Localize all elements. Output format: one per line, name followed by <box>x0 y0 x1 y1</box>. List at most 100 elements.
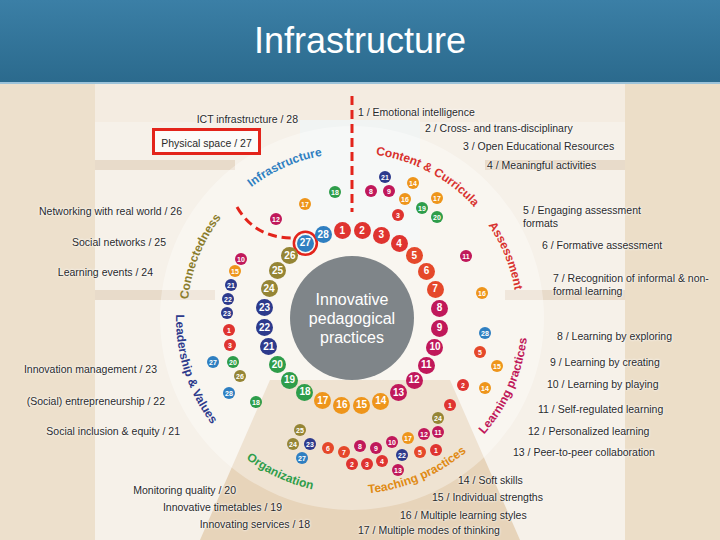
number-dot: 2 <box>457 379 469 391</box>
list-item: 1 / Emotional intelligence <box>358 106 475 119</box>
list-item: 14 / Soft skills <box>458 474 523 487</box>
callout-number: 24 <box>261 280 278 297</box>
number-dot: 9 <box>370 442 382 454</box>
circle-fill <box>431 320 448 337</box>
number-dot: 19 <box>416 202 428 214</box>
circle-fill <box>432 426 444 438</box>
number-dot: 13 <box>392 464 404 476</box>
list-item: ICT infrastructure / 28 <box>197 113 298 126</box>
callout-number: 9 <box>383 185 395 197</box>
circle-fill <box>353 397 370 414</box>
highlight-box: Physical space / 27 <box>152 128 261 155</box>
circle-fill <box>444 399 456 411</box>
callout-number: 2 <box>346 458 358 470</box>
number-dot: 17 <box>299 198 311 210</box>
number-dot: 11 <box>418 357 435 374</box>
callout-number: 13 <box>390 384 407 401</box>
callout-number: 14 <box>407 177 419 189</box>
circle-fill <box>396 449 408 461</box>
number-dot: 15 <box>229 265 241 277</box>
circle-fill <box>474 346 486 358</box>
circle-fill <box>370 442 382 454</box>
number-dot: 18 <box>250 396 262 408</box>
circle-fill <box>299 198 311 210</box>
circle-fill <box>207 356 219 368</box>
number-dot: 18 <box>296 384 313 401</box>
circle-fill <box>431 192 443 204</box>
circle-fill <box>296 452 308 464</box>
callout-number: 17 <box>299 198 311 210</box>
center-title: Innovative pedagogical practices <box>290 256 414 380</box>
callout-number: 6 <box>322 442 334 454</box>
callout-number: 4 <box>376 455 388 467</box>
circle-fill <box>416 202 428 214</box>
circle-fill <box>372 393 389 410</box>
number-dot: 4 <box>376 455 388 467</box>
circle-fill <box>281 372 298 389</box>
list-item: Social networks / 25 <box>72 236 166 249</box>
number-dot: 8 <box>365 185 377 197</box>
callout-number: 3 <box>361 458 373 470</box>
category-label: Teaching practices <box>367 443 468 496</box>
number-dot: 28 <box>315 226 332 243</box>
callout-number: 12 <box>270 213 282 225</box>
circle-fill <box>406 372 423 389</box>
circle-fill <box>479 382 491 394</box>
callout-number: 1 <box>430 444 442 456</box>
number-dot: 16 <box>333 397 350 414</box>
circle-fill <box>365 185 377 197</box>
number-dot: 12 <box>270 213 282 225</box>
number-dot: 14 <box>479 382 491 394</box>
callout-number: 11 <box>460 250 472 262</box>
circle-fill <box>250 396 262 408</box>
callout-number: 25 <box>294 424 306 436</box>
callout-number: 17 <box>431 192 443 204</box>
circle-fill <box>269 262 286 279</box>
list-item: 11 / Self-regulated learning <box>538 403 663 416</box>
callout-number: 24 <box>287 438 299 450</box>
callout-number: 28 <box>479 327 491 339</box>
number-dot: 2 <box>354 222 371 239</box>
circle-fill <box>460 250 472 262</box>
number-dot: 20 <box>227 356 239 368</box>
callout-number: 15 <box>353 397 370 414</box>
list-item: 2 / Cross- and trans-disciplinary <box>425 122 573 135</box>
callout-number: 9 <box>431 320 448 337</box>
callout-number: 5 <box>474 346 486 358</box>
box-text: Physical space / 27 <box>155 137 258 150</box>
callout-number: 18 <box>250 396 262 408</box>
circle-fill <box>418 263 435 280</box>
circle-fill <box>234 370 246 382</box>
list-item: Innovative timetables / 19 <box>163 501 282 514</box>
number-dot: 21 <box>225 279 237 291</box>
number-dot: 19 <box>281 372 298 389</box>
number-dot: 7 <box>427 281 444 298</box>
list-item: 3 / Open Educational Resources <box>463 140 614 153</box>
circle-fill <box>296 384 313 401</box>
circle-fill <box>222 293 234 305</box>
callout-number: 11 <box>432 426 444 438</box>
circle-fill <box>287 438 299 450</box>
circle-fill <box>229 265 241 277</box>
number-dot: 3 <box>392 209 404 221</box>
callout-number: 22 <box>256 319 273 336</box>
callout-number: 3 <box>373 227 390 244</box>
callout-number: 1 <box>223 324 235 336</box>
circle-fill <box>392 209 404 221</box>
circle-fill <box>430 444 442 456</box>
number-dot: 23 <box>221 307 233 319</box>
circle-fill <box>290 256 414 380</box>
number-dot: 15 <box>491 360 503 372</box>
number-dot: 20 <box>431 211 443 223</box>
callout-number: 18 <box>296 384 313 401</box>
callout-number: 1 <box>444 399 456 411</box>
callout-number: 5 <box>406 247 423 264</box>
circle-fill <box>270 213 282 225</box>
callout-number: 9 <box>370 442 382 454</box>
callout-number: 19 <box>416 202 428 214</box>
circle-fill <box>235 253 247 265</box>
callout-number: 6 <box>418 263 435 280</box>
callout-number: 17 <box>314 392 331 409</box>
callout-number: 14 <box>479 382 491 394</box>
